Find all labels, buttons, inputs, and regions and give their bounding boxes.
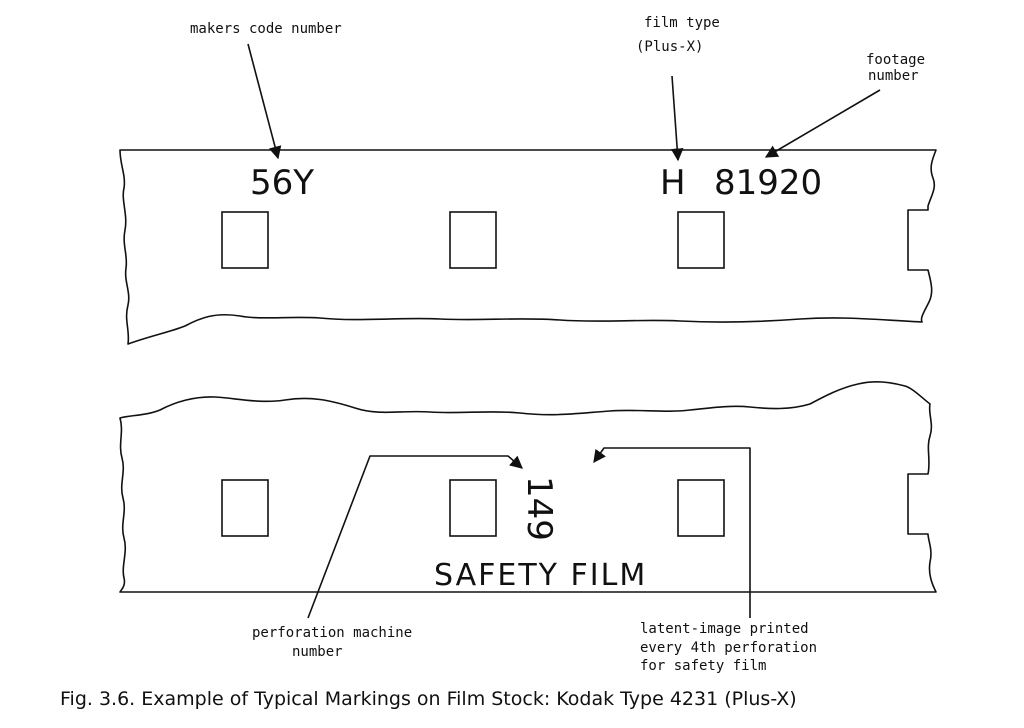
makers-code-label: makers code number — [190, 21, 342, 37]
film-strip-bottom: 149 SAFETY FILM — [119, 381, 937, 593]
perforation — [221, 211, 269, 269]
latent-image-leader — [593, 447, 751, 618]
makers-code-arrow — [247, 43, 282, 160]
footage-value: 81920 — [714, 163, 822, 203]
latent-image-label: latent-image printed — [640, 621, 809, 637]
footage-label-sub: number — [868, 68, 919, 84]
latent-image-label-3: for safety film — [640, 658, 766, 674]
film-type-label: film type — [644, 15, 720, 31]
footage-label: footage — [866, 52, 925, 68]
safety-film-text: SAFETY FILM — [434, 558, 647, 593]
film-type-arrow — [670, 75, 684, 162]
perforation — [677, 211, 725, 269]
film-strip-bottom-outline — [119, 381, 937, 593]
perforation-machine-label: perforation machine — [252, 625, 412, 641]
film-strip-top-outline — [119, 149, 937, 345]
figure-caption: Fig. 3.6. Example of Typical Markings on… — [60, 688, 797, 710]
footage-arrow — [764, 89, 881, 158]
latent-image-label-2: every 4th perforation — [640, 640, 817, 656]
perforation-number-value: 149 — [519, 476, 559, 541]
film-type-label-sub: (Plus-X) — [636, 39, 703, 55]
makers-code-value: 56Y — [250, 163, 314, 203]
perforation — [449, 479, 497, 537]
perforation-number-leader — [307, 455, 523, 619]
film-type-value: H — [660, 163, 686, 203]
perforation-machine-label-sub: number — [292, 644, 343, 660]
perforation — [221, 479, 269, 537]
film-strip-top: 56Y H 81920 — [119, 149, 937, 345]
perforation — [449, 211, 497, 269]
perforation — [677, 479, 725, 537]
